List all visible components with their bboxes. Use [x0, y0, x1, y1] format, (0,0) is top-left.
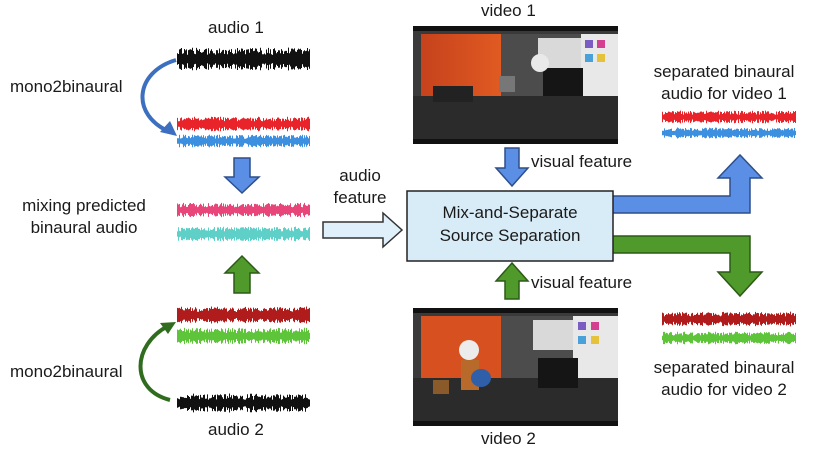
- separated-2-line1: separated binaural: [653, 358, 795, 377]
- waveform-audio1: [177, 47, 310, 71]
- curved-arrow-bottom-head: [160, 322, 176, 334]
- blue-down-arrow-center: [494, 147, 530, 188]
- waveform-sep2-left: [662, 311, 796, 327]
- audio-feature-line1: audio: [339, 166, 381, 185]
- waveform-trace: [177, 202, 310, 218]
- mono2binaural-bottom-label: mono2binaural: [10, 362, 123, 381]
- waveform-sep1-left: [662, 110, 796, 124]
- green-elbow-arrow: [611, 235, 764, 298]
- audio-2-label: audio 2: [208, 420, 264, 439]
- curved-arrow-bottom: [138, 324, 171, 402]
- waveform-trace: [177, 306, 310, 324]
- waveform-audio2: [177, 393, 310, 413]
- blue-down-arrow-left: [223, 157, 261, 195]
- waveform-audio1-right: [177, 134, 310, 148]
- curved-arrow-top: [140, 58, 177, 134]
- video-2-frame: [413, 308, 618, 426]
- video-1-label: video 1: [481, 1, 536, 20]
- curved-arrow-top-head: [160, 121, 177, 136]
- waveform-trace: [177, 226, 310, 242]
- video-1-image: [413, 26, 618, 144]
- audio-1-label: audio 1: [208, 18, 264, 37]
- waveform-trace: [177, 393, 310, 413]
- video-1-frame: [413, 26, 618, 144]
- waveform-sep2-right: [662, 331, 796, 345]
- audio-feature-arrow: [322, 211, 404, 249]
- waveform-audio2-right: [177, 327, 310, 345]
- video-2-label: video 2: [481, 429, 536, 448]
- waveform-mix-right: [177, 226, 310, 242]
- waveform-audio1-left: [177, 116, 310, 132]
- separated-1-line2: audio for video 1: [661, 84, 787, 103]
- waveform-trace: [662, 331, 796, 345]
- blue-elbow-arrow: [611, 153, 764, 214]
- waveform-sep1-right: [662, 127, 796, 139]
- box-title-line1: Mix-and-Separate: [442, 203, 578, 222]
- waveform-mix-left: [177, 202, 310, 218]
- waveform-audio2-left: [177, 306, 310, 324]
- waveform-trace: [177, 116, 310, 132]
- separated-1-line1: separated binaural: [653, 62, 795, 81]
- waveform-trace: [177, 134, 310, 148]
- waveform-trace: [177, 47, 310, 71]
- mono2binaural-top-label: mono2binaural: [10, 77, 123, 96]
- mixing-label-line1: mixing predicted: [22, 196, 146, 215]
- green-up-arrow-center: [494, 261, 530, 300]
- mix-separate-box: [406, 190, 614, 262]
- separated-2-line2: audio for video 2: [661, 380, 787, 399]
- visual-feature-top-label: visual feature: [531, 152, 633, 171]
- green-up-arrow-left: [223, 254, 261, 294]
- video-2-image: [413, 308, 618, 426]
- waveform-trace: [662, 311, 796, 327]
- mixing-label-line2: binaural audio: [30, 218, 138, 237]
- visual-feature-bottom-label: visual feature: [531, 273, 633, 292]
- audio-feature-line2: feature: [333, 188, 387, 207]
- waveform-trace: [662, 127, 796, 139]
- waveform-trace: [177, 327, 310, 345]
- waveform-trace: [662, 110, 796, 124]
- box-title-line2: Source Separation: [439, 226, 581, 245]
